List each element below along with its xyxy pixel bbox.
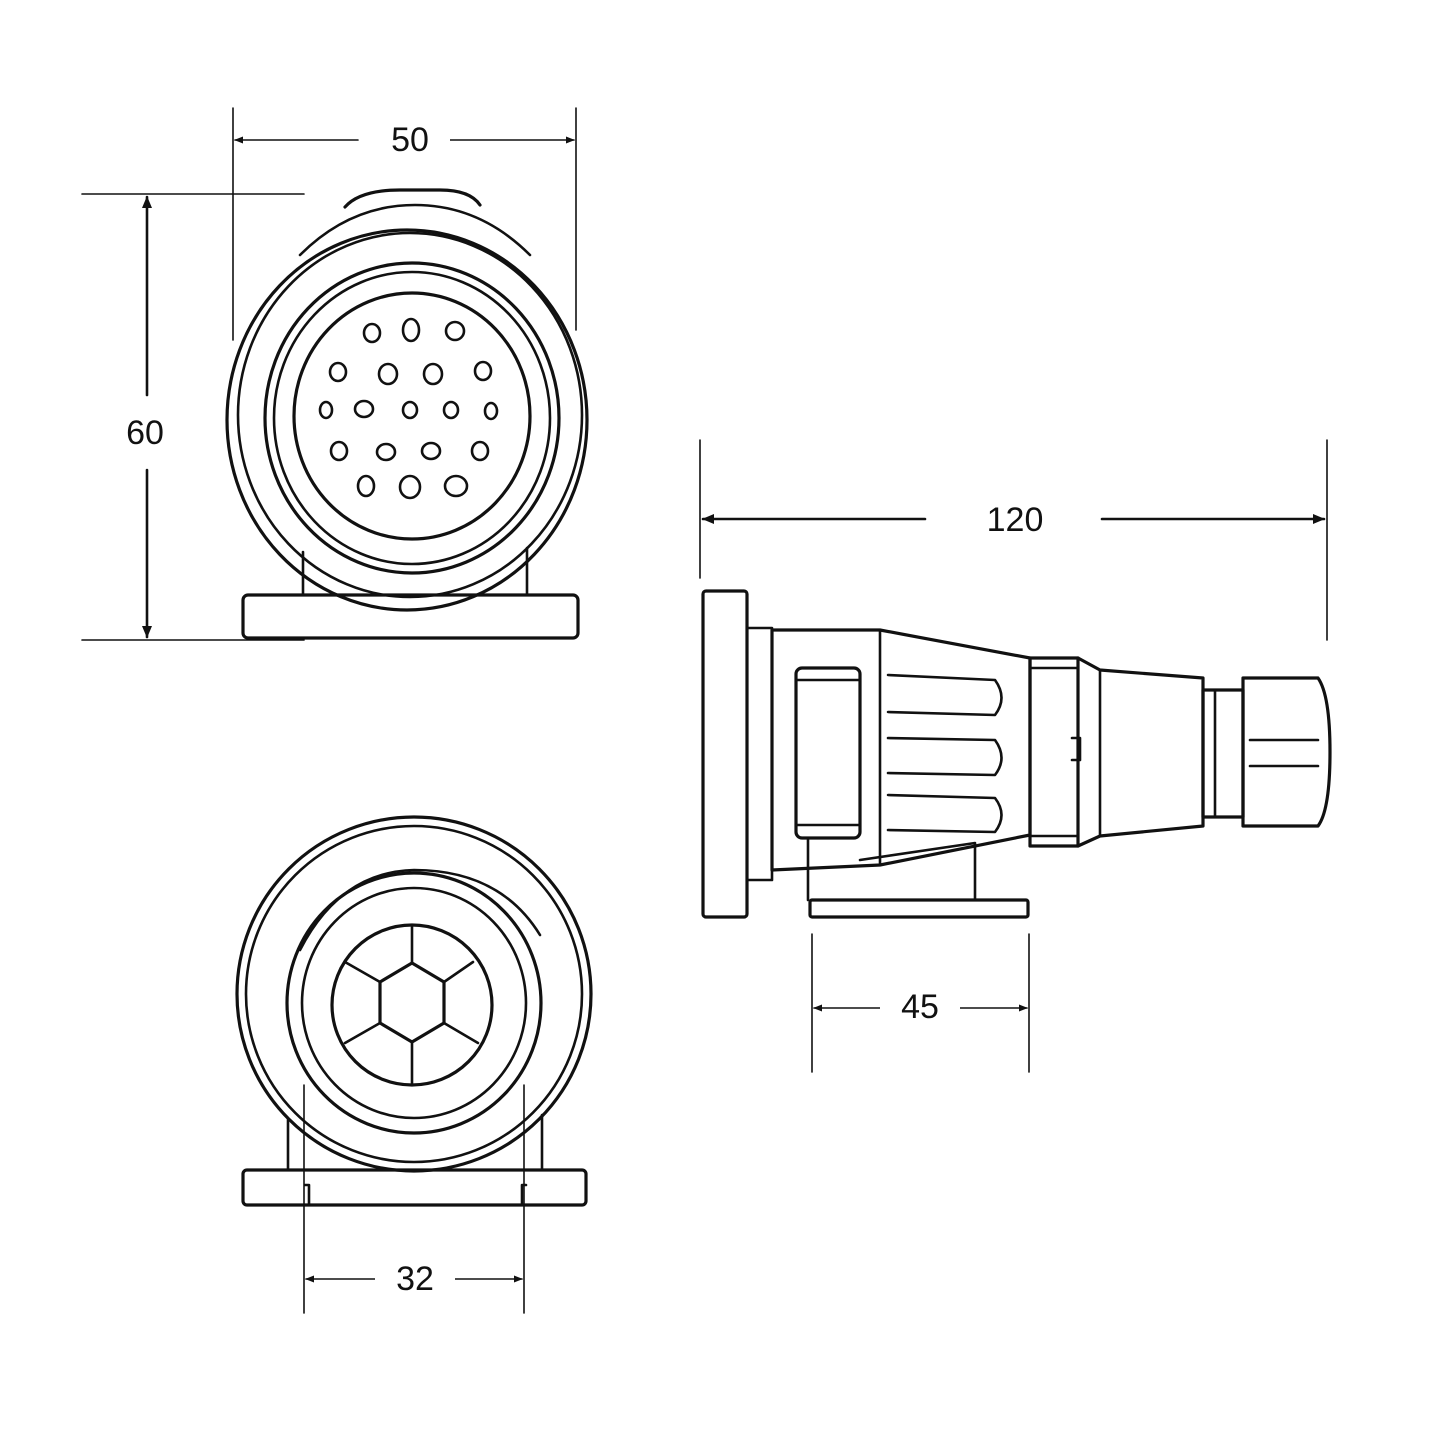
- dimension-label-45: 45: [880, 987, 960, 1027]
- dimension-width-50: [232, 107, 577, 341]
- dimension-base-45: [811, 933, 1030, 1073]
- dimension-length-120: [699, 439, 1328, 641]
- pin-holes: [318, 317, 499, 500]
- side-view: [701, 589, 1332, 919]
- front-view: [225, 188, 589, 640]
- dimension-height-60: [81, 193, 305, 641]
- dimension-label-120: 120: [965, 500, 1065, 540]
- dimension-label-32: 32: [375, 1259, 455, 1299]
- rear-view: [235, 815, 593, 1207]
- dimension-label-60: 60: [105, 413, 185, 453]
- dimension-base-32: [303, 1084, 525, 1314]
- dimension-label-50: 50: [370, 120, 450, 160]
